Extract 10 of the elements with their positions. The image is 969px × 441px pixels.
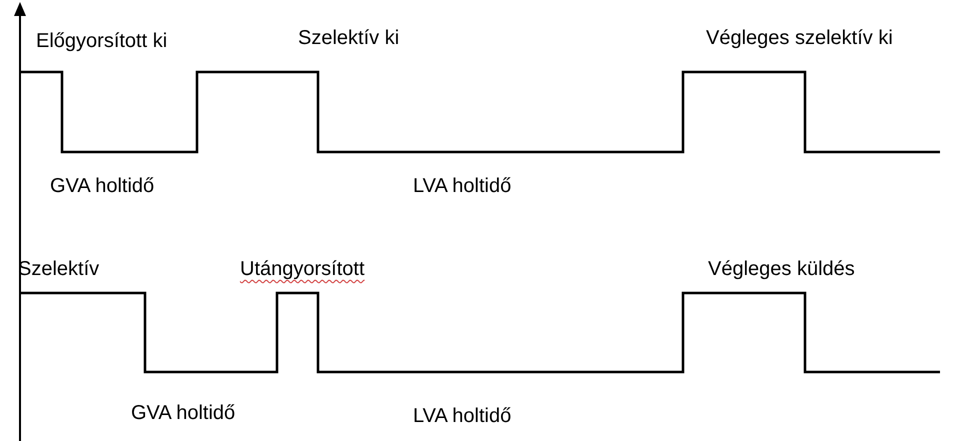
signal-label: GVA holtidő	[50, 174, 154, 198]
signal-label: Szelektív	[18, 257, 100, 281]
signal-label: Szelektív ki	[298, 26, 400, 50]
signal-label: LVA holtidő	[413, 174, 512, 198]
signal-label: Utángyorsított	[240, 257, 365, 281]
signal-label: Végleges küldés	[708, 257, 855, 281]
signal-label: LVA holtidő	[413, 404, 512, 428]
signal-label: Előgyorsított ki	[36, 29, 168, 53]
signal-label: Végleges szelektív ki	[706, 26, 893, 50]
signal-label: GVA holtidő	[131, 401, 236, 425]
